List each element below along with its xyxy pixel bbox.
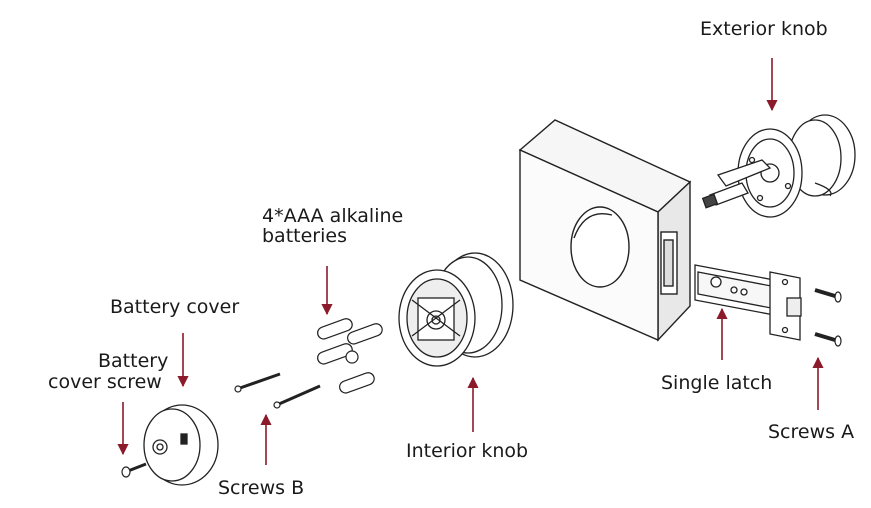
batteries: [317, 318, 383, 394]
screws-a: [814, 288, 842, 347]
door-panel: [518, 119, 692, 342]
battery-cover-screw: [121, 462, 147, 478]
label-battery-cover: Battery cover: [110, 296, 240, 318]
label-batteries-line1: 4*AAA alkaline: [262, 205, 404, 227]
label-single-latch: Single latch: [661, 372, 773, 394]
label-exterior-knob: Exterior knob: [700, 18, 828, 40]
label-battery-cover-screw-line1: Battery: [98, 350, 169, 372]
label-screws-b: Screws B: [218, 477, 305, 499]
screws-b: [234, 372, 321, 409]
interior-knob: [398, 252, 514, 367]
single-latch: [694, 264, 802, 341]
label-screws-a: Screws A: [768, 421, 855, 443]
label-batteries-line2: batteries: [262, 225, 347, 247]
callout-arrows: [117, 58, 824, 465]
label-battery-cover-screw-line2: cover screw: [48, 371, 162, 393]
label-interior-knob: Interior knob: [406, 440, 529, 462]
battery-cover: [143, 404, 219, 486]
exterior-knob: [701, 114, 856, 218]
